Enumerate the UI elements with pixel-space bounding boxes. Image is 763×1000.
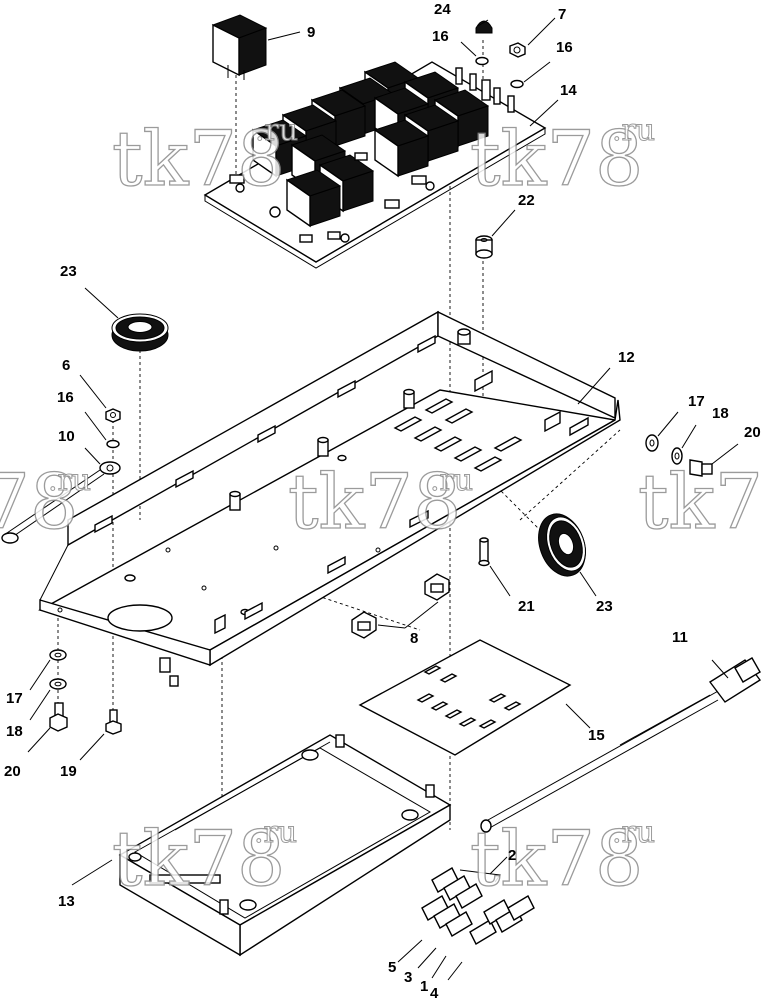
relay-block xyxy=(251,61,490,228)
callout-5: 5 xyxy=(388,959,396,976)
watermark-text: tk78 xyxy=(0,457,78,546)
watermark-text: tk78 xyxy=(288,457,461,546)
callout-1: 1 xyxy=(420,978,428,995)
callout-8: 8 xyxy=(410,630,418,647)
watermark-layer: tk78 .ru tk78 .ru tk78 .ru tk78 .ru tk78… xyxy=(0,113,763,904)
watermark-suffix: .ru xyxy=(254,815,297,850)
top-fasteners xyxy=(475,20,526,259)
callout-3: 3 xyxy=(404,969,412,986)
callout-21: 21 xyxy=(518,598,535,615)
grommet-23-right xyxy=(538,513,586,577)
callout-23: 23 xyxy=(60,263,77,280)
callout-17: 17 xyxy=(6,690,23,707)
callout-17: 17 xyxy=(688,393,705,410)
callout-24: 24 xyxy=(434,1,451,18)
callout-16: 16 xyxy=(57,389,74,406)
cover-plate-15 xyxy=(358,639,572,756)
terminals xyxy=(421,867,535,945)
cover-slots xyxy=(416,665,522,729)
chassis-12 xyxy=(38,310,621,687)
vent-slots xyxy=(393,398,523,472)
callout-20: 20 xyxy=(4,763,21,780)
grommet-23-left xyxy=(111,313,169,352)
bottom-left-fasteners xyxy=(49,649,122,735)
callout-16: 16 xyxy=(432,28,449,45)
callout-labels: 9 24 7 16 16 14 22 23 6 16 10 12 17 18 2… xyxy=(4,1,761,1000)
callout-13: 13 xyxy=(58,893,75,910)
relay-9 xyxy=(211,14,268,80)
left-fasteners xyxy=(1,408,121,544)
watermark-text: tk78 xyxy=(470,114,643,203)
callout-12: 12 xyxy=(618,349,635,366)
callout-18: 18 xyxy=(6,723,23,740)
callout-15: 15 xyxy=(588,727,605,744)
watermark-text: tk78 xyxy=(112,114,285,203)
right-fasteners xyxy=(645,434,713,477)
control-module-13 xyxy=(118,734,452,957)
callout-6: 6 xyxy=(62,357,70,374)
callout-14: 14 xyxy=(560,82,577,99)
watermark-suffix: .ru xyxy=(430,463,473,498)
watermark-suffix: .ru xyxy=(612,113,655,148)
callout-19: 19 xyxy=(60,763,77,780)
callout-4: 4 xyxy=(430,985,439,1000)
watermark-text: tk78 xyxy=(112,814,285,903)
callout-16: 16 xyxy=(556,39,573,56)
watermark-text: tk78 xyxy=(470,814,643,903)
callout-10: 10 xyxy=(58,428,75,445)
watermark-suffix: .ru xyxy=(255,113,298,148)
callout-2: 2 xyxy=(508,847,516,864)
callout-20: 20 xyxy=(744,424,761,441)
watermark-suffix: .ru xyxy=(612,815,655,850)
leader-lines xyxy=(27,17,739,981)
clips-8 xyxy=(351,573,450,639)
relay-board xyxy=(203,61,547,269)
callout-11: 11 xyxy=(672,629,688,646)
callout-18: 18 xyxy=(712,405,729,422)
harness-11 xyxy=(480,657,762,833)
watermark-suffix: .ru xyxy=(48,463,91,498)
callout-9: 9 xyxy=(307,24,315,41)
callout-23: 23 xyxy=(596,598,613,615)
callout-22: 22 xyxy=(518,192,535,209)
callout-7: 7 xyxy=(558,6,566,23)
watermark-text: tk78 xyxy=(638,457,763,546)
pin-21 xyxy=(478,537,490,567)
